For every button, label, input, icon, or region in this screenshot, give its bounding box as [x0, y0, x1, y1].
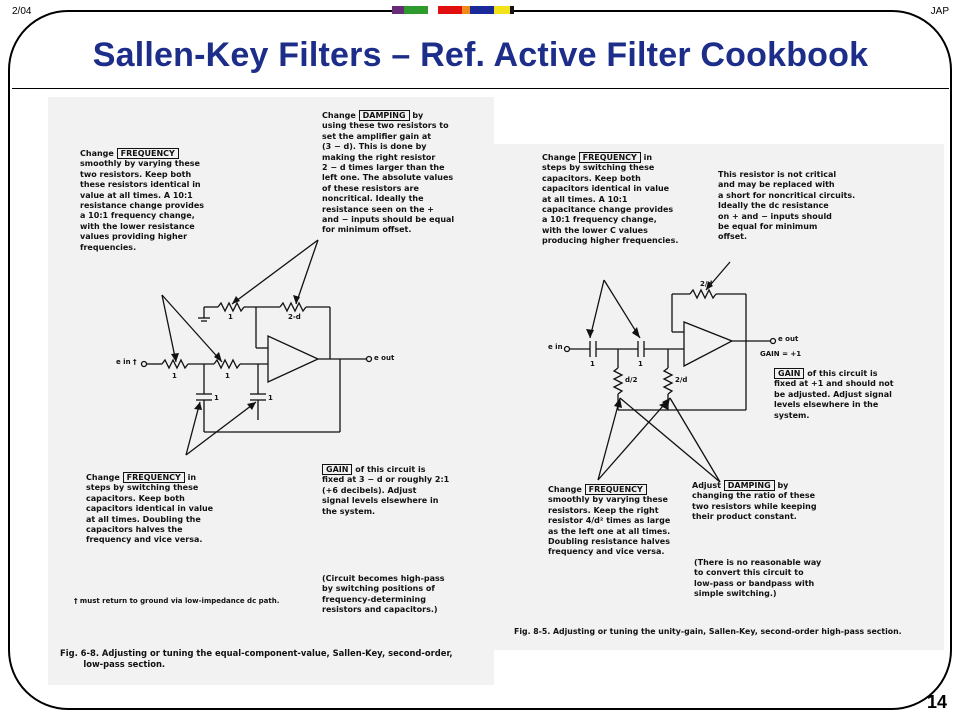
color-bar-segment — [404, 6, 428, 14]
resistor-hp-ra — [612, 367, 624, 395]
lp-label-rf2: 2-d — [288, 313, 301, 321]
lp-freq-bottom-post: in — [187, 473, 197, 482]
lowpass-opamp — [267, 334, 320, 384]
lp-label-c2: 1 — [268, 394, 273, 402]
color-bar-segment — [428, 6, 438, 14]
hp-freq-note-top: Change FREQUENCY in steps by switching t… — [542, 152, 678, 247]
hp-freq-bottom-body: smoothly by varying these resistors. Kee… — [548, 495, 671, 557]
hp-label-ein: e in — [548, 343, 563, 351]
lp-gain-post: of this circuit is — [355, 465, 426, 474]
resistor-r1 — [161, 358, 189, 370]
hp-damping-body: changing the ratio of these two resistor… — [692, 491, 817, 522]
header-author: JAP — [930, 6, 949, 17]
color-bar-segment — [494, 6, 510, 14]
hp-freq-top-pre: Change — [542, 153, 576, 162]
resistor-rf2 — [279, 301, 307, 313]
left-scanned-figure — [48, 97, 494, 685]
page-number: 14 — [926, 692, 947, 712]
lp-gain-body: fixed at 3 − d or roughly 2:1 (+6 decibe… — [322, 475, 450, 516]
color-bar-segment — [438, 6, 462, 14]
hp-freq-bottom-keyword: FREQUENCY — [584, 484, 647, 495]
resistor-hp-rb — [662, 367, 674, 395]
lowpass-schematic — [140, 239, 373, 456]
color-bar-segment — [510, 6, 514, 14]
resistor-rf1 — [217, 301, 245, 313]
header-date: 2/04 — [12, 6, 32, 17]
hp-label-c1: 1 — [590, 360, 595, 368]
color-bar-segment — [462, 6, 470, 14]
hp-freq-note-bottom: Change FREQUENCY smoothly by varying the… — [548, 484, 670, 558]
hp-gain-post: of this circuit is — [807, 369, 878, 378]
hp-freq-top-keyword: FREQUENCY — [578, 152, 641, 163]
hp-resistor-note: This resistor is not critical and may be… — [718, 170, 856, 242]
color-bar-segment — [470, 6, 494, 14]
lp-label-c1: 1 — [214, 394, 219, 402]
lp-freq-note-top: Change FREQUENCY smoothly by varying the… — [80, 148, 204, 253]
title-divider — [12, 88, 949, 89]
hp-gain-note: GAIN of this circuit is fixed at +1 and … — [774, 368, 894, 421]
lp-freq-bottom-keyword: FREQUENCY — [122, 472, 185, 483]
hp-label-rf: 2/d — [700, 280, 713, 288]
hp-freq-top-post: in — [643, 153, 653, 162]
hp-damping-keyword: DAMPING — [723, 480, 775, 491]
hp-gain-body: fixed at +1 and should not be adjusted. … — [774, 379, 894, 420]
hp-label-rb: 2/d — [675, 376, 688, 384]
slide-title: Sallen-Key Filters – Ref. Active Filter … — [92, 36, 869, 74]
lp-figure-caption: Fig. 6-8. Adjusting or tuning the equal-… — [60, 648, 453, 669]
lp-freq-top-keyword: FREQUENCY — [116, 148, 179, 159]
lp-damping-note: Change DAMPING by using these two resist… — [322, 110, 454, 236]
right-scanned-figure — [494, 144, 944, 650]
lp-damping-post: by — [412, 111, 424, 120]
hp-damping-pre: Adjust — [692, 481, 721, 490]
lp-damping-pre: Change — [322, 111, 356, 120]
lp-label-ein: e in † — [116, 358, 137, 366]
hp-figure-caption: Fig. 8-5. Adjusting or tuning the unity-… — [514, 627, 902, 636]
lp-freq-top-pre: Change — [80, 149, 114, 158]
hp-label-eout: e out — [778, 335, 799, 343]
lp-label-rf1: 1 — [228, 313, 233, 321]
lp-freq-note-bottom: Change FREQUENCY in steps by switching t… — [86, 472, 213, 546]
highpass-schematic — [563, 261, 777, 483]
hp-switching-note: (There is no reasonable way to convert t… — [694, 558, 822, 599]
hp-gain-keyword: GAIN — [774, 368, 805, 379]
hp-label-ra: d/2 — [625, 376, 638, 384]
hp-freq-bottom-pre: Change — [548, 485, 582, 494]
lp-damping-body: using these two resistors to set the amp… — [322, 121, 455, 235]
highpass-opamp — [683, 321, 734, 368]
lp-label-r2: 1 — [225, 372, 230, 380]
lp-damping-keyword: DAMPING — [358, 110, 410, 121]
hp-freq-top-body: steps by switching these capacitors. Kee… — [542, 163, 679, 246]
lp-footnote: † must return to ground via low-impedanc… — [74, 597, 280, 605]
hp-label-gain: GAIN = +1 — [760, 350, 802, 358]
lp-highpass-note: (Circuit becomes high-pass by switching … — [322, 574, 445, 615]
lp-freq-bottom-pre: Change — [86, 473, 120, 482]
hp-damping-post: by — [777, 481, 789, 490]
header-color-bar — [392, 6, 514, 14]
resistor-r2 — [213, 358, 241, 370]
hp-label-c2: 1 — [638, 360, 643, 368]
lp-gain-note: GAIN of this circuit is fixed at 3 − d o… — [322, 464, 449, 517]
lp-freq-bottom-body: steps by switching these capacitors. Kee… — [86, 483, 214, 545]
lp-label-eout: e out — [374, 354, 395, 362]
lp-freq-top-body: smoothly by varying these two resistors.… — [80, 159, 205, 252]
hp-damping-note: Adjust DAMPING by changing the ratio of … — [692, 480, 817, 523]
color-bar-segment — [392, 6, 404, 14]
lp-label-r1: 1 — [172, 372, 177, 380]
lp-gain-keyword: GAIN — [322, 464, 353, 475]
